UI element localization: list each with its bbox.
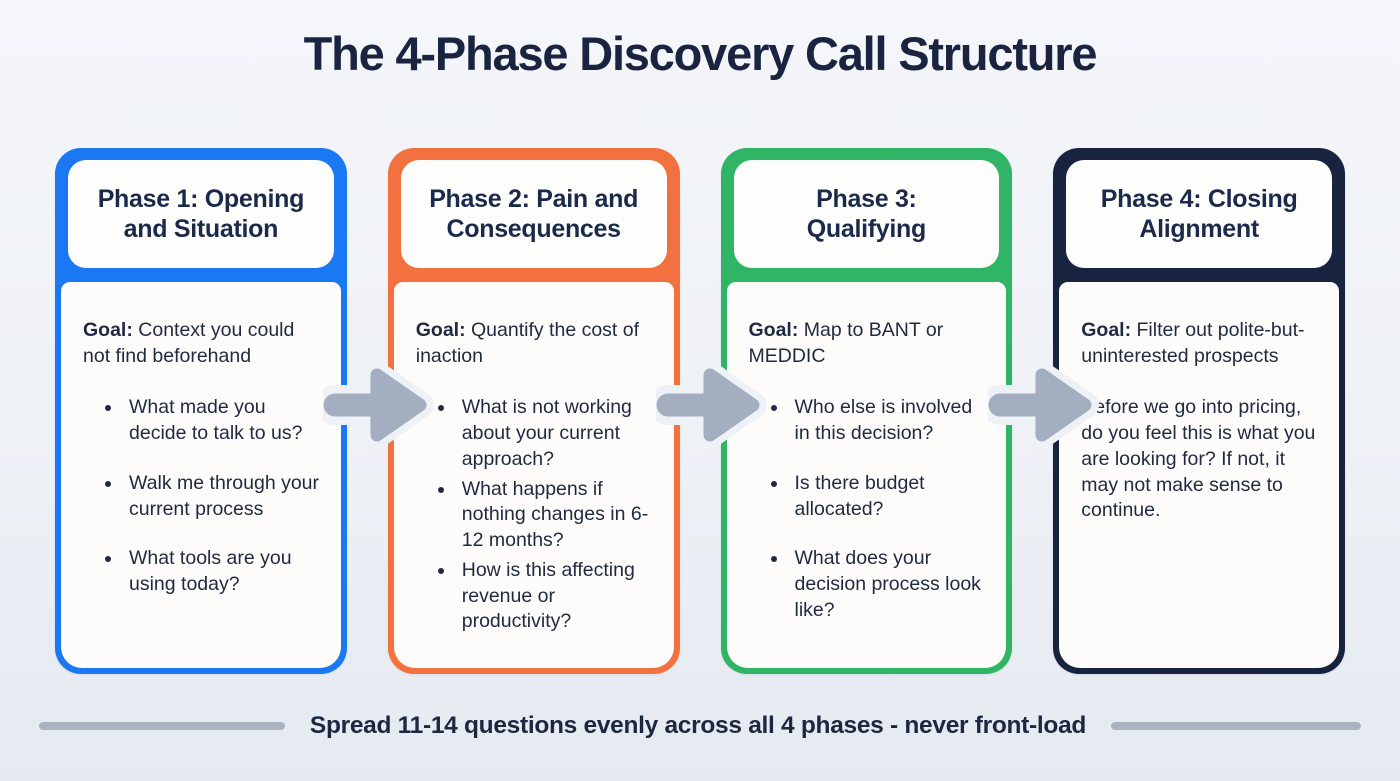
footer-note: Spread 11-14 questions evenly across all… [309,712,1087,739]
phase-card-1: Phase 1: Opening and Situation Goal: Con… [55,148,347,674]
phase-4-paragraph: Before we go into pricing, do you feel t… [1081,396,1316,522]
phase-1-header: Phase 1: Opening and Situation [55,148,347,268]
phase-card-3: Phase 3: Qualifying Goal: Map to BANT or… [720,148,1013,674]
phase-1-title: Phase 1: Opening and Situation [68,160,334,268]
phase-2-title: Phase 2: Pain and Consequences [400,160,667,268]
footer-divider-left [38,722,285,730]
phase-4-title: Phase 4: Closing Alignment [1066,160,1332,268]
bullet-item: Is there budget allocated? [789,471,989,522]
goal-label: Goal: [1081,319,1132,341]
arrow-right-icon [988,361,1099,449]
phase-4-goal: Goal: Filter out polite-but-uninterested… [1081,318,1321,369]
arrow-right-icon [323,361,434,449]
phase-2-header: Phase 2: Pain and Consequences [388,148,680,268]
goal-label: Goal: [415,319,466,341]
bullet-item: What is not working about your current a… [456,395,656,472]
footer-divider-right [1111,722,1362,730]
goal-value: Quantify the cost of inaction [415,319,640,367]
bullet-item: Who else is involved in this decision? [789,395,989,446]
phase-3-header: Phase 3: Qualifying [721,148,1013,268]
goal-label: Goal: [748,319,799,341]
phase-4-header: Phase 4: Closing Alignment [1053,148,1345,268]
bullet-item: Walk me through your current process [123,471,323,522]
phases-row: Phase 1: Opening and Situation Goal: Con… [55,148,1345,674]
bullet-item: What tools are you using today? [123,546,323,597]
bullet-item: What does your decision process look lik… [789,546,989,623]
phase-2-body: Goal: Quantify the cost of inaction What… [393,282,674,668]
phase-1-questions: What made you decide to talk to us? Walk… [83,395,323,597]
goal-value: Context you could not find beforehand [83,319,295,367]
bullet-item: What happens if nothing changes in 6-12 … [456,477,656,554]
phase-card-2: Phase 2: Pain and Consequences Goal: Qua… [387,148,680,674]
phase-2-goal: Goal: Quantify the cost of inaction [416,318,656,369]
phase-4-body: Goal: Filter out polite-but-uninterested… [1059,282,1339,668]
goal-value: Map to BANT or MEDDIC [748,319,944,367]
phase-3-title: Phase 3: Qualifying [733,160,1000,268]
arrow-right-icon [656,361,767,449]
bullet-item: How is this affecting revenue or product… [456,558,656,635]
phase-3-goal: Goal: Map to BANT or MEDDIC [749,318,989,369]
page-title: The 4-Phase Discovery Call Structure [303,27,1098,80]
phase-1-goal: Goal: Context you could not find beforeh… [83,318,323,369]
goal-label: Goal: [83,319,133,341]
phase-2-questions: What is not working about your current a… [416,395,656,635]
phase-1-body: Goal: Context you could not find beforeh… [61,282,341,668]
phase-3-body: Goal: Map to BANT or MEDDIC Who else is … [726,282,1007,668]
footer: Spread 11-14 questions evenly across all… [0,712,1400,740]
goal-value: Filter out polite-but-uninterested prosp… [1081,319,1305,367]
phase-3-questions: Who else is involved in this decision? I… [749,395,989,623]
bullet-item: What made you decide to talk to us? [123,395,323,446]
phase-card-4: Phase 4: Closing Alignment Goal: Filter … [1053,148,1345,674]
